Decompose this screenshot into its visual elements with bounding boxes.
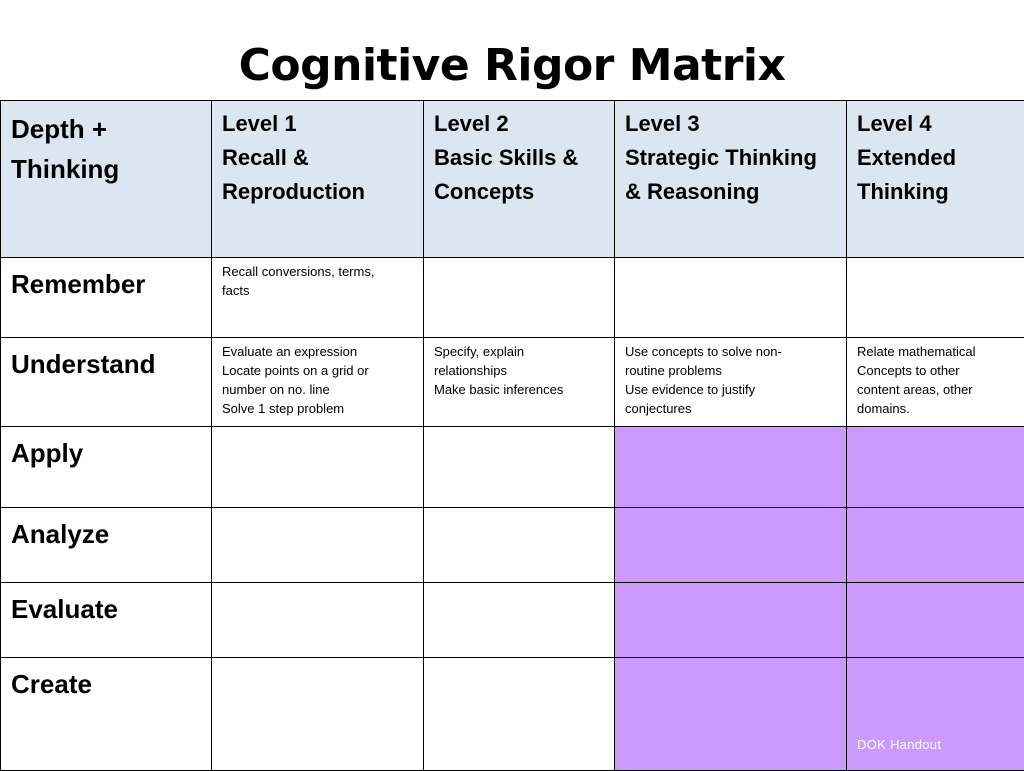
cell-evaluate-level-2 <box>424 583 615 658</box>
row-evaluate: Evaluate <box>1 583 1024 658</box>
cell-analyze-level-4 <box>847 508 1024 583</box>
row-label-understand: Understand <box>1 338 212 427</box>
cell-create-level-2 <box>424 658 615 771</box>
cell-understand-level-2: Specify, explain relationships Make basi… <box>424 338 615 427</box>
row-label-remember: Remember <box>1 258 212 338</box>
level-2-title-b: Concepts <box>434 175 604 209</box>
corner-line-1: Depth + <box>11 109 201 149</box>
cell-evaluate-level-4 <box>847 583 1024 658</box>
cell-text-line: relationships <box>434 361 604 380</box>
cell-text-line: Specify, explain <box>434 342 604 361</box>
level-1-title-a: Recall & <box>222 141 413 175</box>
cell-evaluate-level-3 <box>615 583 847 658</box>
level-4-title-b: Thinking <box>857 175 1014 209</box>
header-row: Depth + Thinking Level 1 Recall & Reprod… <box>1 101 1024 258</box>
cell-text-line: Use concepts to solve non- <box>625 342 836 361</box>
level-4-title-a: Extended <box>857 141 1014 175</box>
cell-text-line: number on no. line <box>222 380 413 399</box>
cell-analyze-level-1 <box>212 508 424 583</box>
corner-line-2: Thinking <box>11 149 201 189</box>
cell-remember-level-2 <box>424 258 615 338</box>
level-1-title-b: Reproduction <box>222 175 413 209</box>
cell-remember-level-1: Recall conversions, terms, facts <box>212 258 424 338</box>
level-1-header: Level 1 Recall & Reproduction <box>212 101 424 258</box>
cell-understand-level-4: Relate mathematical Concepts to other co… <box>847 338 1024 427</box>
level-3-title-a: Strategic Thinking <box>625 141 836 175</box>
cell-text-line: Make basic inferences <box>434 380 604 399</box>
cell-apply-level-1 <box>212 427 424 508</box>
row-understand: Understand Evaluate an expression Locate… <box>1 338 1024 427</box>
level-2-number: Level 2 <box>434 107 604 141</box>
cell-text-line: Concepts to other <box>857 361 1014 380</box>
level-2-title-a: Basic Skills & <box>434 141 604 175</box>
level-3-title-b: & Reasoning <box>625 175 836 209</box>
row-label-apply: Apply <box>1 427 212 508</box>
cell-text-line: Recall conversions, terms, <box>222 262 413 281</box>
cell-text-line: Relate mathematical <box>857 342 1014 361</box>
row-label-analyze: Analyze <box>1 508 212 583</box>
level-4-number: Level 4 <box>857 107 1014 141</box>
cell-create-level-1 <box>212 658 424 771</box>
cell-apply-level-2 <box>424 427 615 508</box>
level-2-header: Level 2 Basic Skills & Concepts <box>424 101 615 258</box>
cell-create-level-4 <box>847 658 1024 771</box>
row-label-evaluate: Evaluate <box>1 583 212 658</box>
cell-create-level-3 <box>615 658 847 771</box>
cell-text-line: Use evidence to justify <box>625 380 836 399</box>
cell-apply-level-4 <box>847 427 1024 508</box>
corner-header: Depth + Thinking <box>1 101 212 258</box>
cell-apply-level-3 <box>615 427 847 508</box>
level-1-number: Level 1 <box>222 107 413 141</box>
cell-text-line: Evaluate an expression <box>222 342 413 361</box>
level-4-header: Level 4 Extended Thinking <box>847 101 1024 258</box>
cell-understand-level-3: Use concepts to solve non- routine probl… <box>615 338 847 427</box>
row-create: Create <box>1 658 1024 771</box>
cell-remember-level-4 <box>847 258 1024 338</box>
cell-evaluate-level-1 <box>212 583 424 658</box>
row-apply: Apply <box>1 427 1024 508</box>
row-label-create: Create <box>1 658 212 771</box>
cell-text-line: facts <box>222 281 413 300</box>
level-3-header: Level 3 Strategic Thinking & Reasoning <box>615 101 847 258</box>
cell-analyze-level-3 <box>615 508 847 583</box>
cell-text-line: conjectures <box>625 399 836 418</box>
page-title: Cognitive Rigor Matrix <box>0 36 1024 96</box>
cell-text-line: routine problems <box>625 361 836 380</box>
row-remember: Remember Recall conversions, terms, fact… <box>1 258 1024 338</box>
cell-understand-level-1: Evaluate an expression Locate points on … <box>212 338 424 427</box>
cell-remember-level-3 <box>615 258 847 338</box>
cell-text-line: domains. <box>857 399 1014 418</box>
cell-text-line: Solve 1 step problem <box>222 399 413 418</box>
cognitive-rigor-table: Depth + Thinking Level 1 Recall & Reprod… <box>0 100 1024 771</box>
cell-analyze-level-2 <box>424 508 615 583</box>
cell-text-line: Locate points on a grid or <box>222 361 413 380</box>
dok-handout-note: DOK Handout <box>857 737 941 752</box>
cell-text-line: content areas, other <box>857 380 1014 399</box>
level-3-number: Level 3 <box>625 107 836 141</box>
row-analyze: Analyze <box>1 508 1024 583</box>
